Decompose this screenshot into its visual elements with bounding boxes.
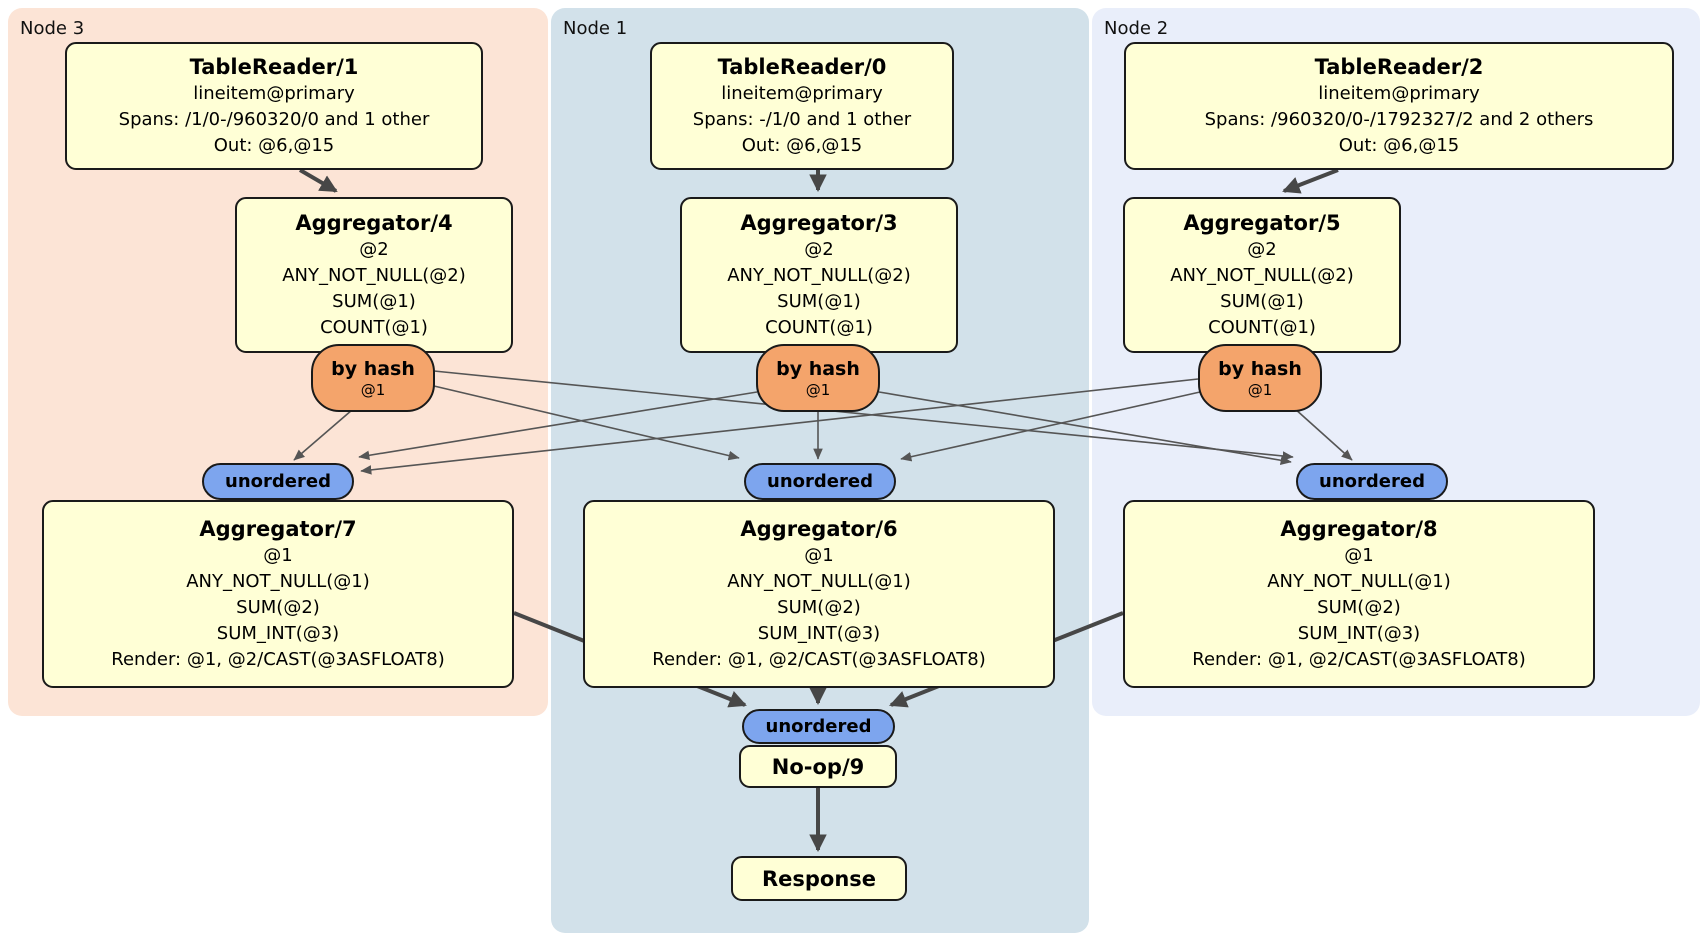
- box-title: TableReader/0: [717, 55, 887, 79]
- hash-router-5: by hash @1: [1198, 344, 1322, 412]
- box-line: Render: @1, @2/CAST(@3ASFLOAT8): [652, 649, 986, 670]
- stream-label: unordered: [765, 716, 872, 737]
- unordered-stream-6: unordered: [744, 463, 896, 500]
- tablereader-0-box: TableReader/0 lineitem@primary Spans: -/…: [650, 42, 954, 170]
- box-title: Response: [761, 866, 877, 891]
- router-label: by hash: [1218, 358, 1302, 380]
- box-line: COUNT(@1): [320, 317, 428, 338]
- box-title: Aggregator/4: [295, 211, 453, 235]
- box-line: ANY_NOT_NULL(@2): [1170, 265, 1354, 286]
- node-1-label: Node 1: [563, 18, 628, 39]
- stream-label: unordered: [1319, 471, 1425, 492]
- aggregator-5-box: Aggregator/5 @2 ANY_NOT_NULL(@2) SUM(@1)…: [1123, 197, 1401, 353]
- box-line: ANY_NOT_NULL(@1): [186, 571, 370, 592]
- box-line: Render: @1, @2/CAST(@3ASFLOAT8): [1192, 649, 1526, 670]
- box-line: ANY_NOT_NULL(@1): [727, 571, 911, 592]
- box-line: SUM(@1): [777, 291, 861, 312]
- box-line: Render: @1, @2/CAST(@3ASFLOAT8): [111, 649, 445, 670]
- box-line: lineitem@primary: [1318, 83, 1480, 104]
- hash-router-edges: [293, 370, 1353, 475]
- box-line: ANY_NOT_NULL(@2): [282, 265, 466, 286]
- aggregator-3-box: Aggregator/3 @2 ANY_NOT_NULL(@2) SUM(@1)…: [680, 197, 958, 353]
- box-line: @1: [804, 545, 834, 566]
- tablereader-2-box: TableReader/2 lineitem@primary Spans: /9…: [1124, 42, 1674, 170]
- aggregator-6-box: Aggregator/6 @1 ANY_NOT_NULL(@1) SUM(@2)…: [583, 500, 1055, 688]
- box-line: SUM_INT(@3): [1297, 623, 1421, 644]
- box-line: SUM(@2): [1317, 597, 1401, 618]
- unordered-stream-8: unordered: [1296, 463, 1448, 500]
- box-line: @2: [1247, 239, 1277, 260]
- box-title: No-op/9: [771, 754, 865, 779]
- box-line: COUNT(@1): [765, 317, 873, 338]
- box-line: ANY_NOT_NULL(@1): [1267, 571, 1451, 592]
- box-line: lineitem@primary: [721, 83, 883, 104]
- box-line: ANY_NOT_NULL(@2): [727, 265, 911, 286]
- box-line: Spans: /960320/0-/1792327/2 and 2 others: [1204, 109, 1594, 130]
- box-line: @2: [359, 239, 389, 260]
- box-line: Out: @6,@15: [741, 135, 863, 156]
- stream-label: unordered: [225, 471, 331, 492]
- unordered-stream-7: unordered: [202, 463, 354, 500]
- box-line: Out: @6,@15: [213, 135, 335, 156]
- box-line: @1: [1344, 545, 1374, 566]
- box-line: Out: @6,@15: [1338, 135, 1460, 156]
- box-title: Aggregator/3: [740, 211, 898, 235]
- router-detail: @1: [1247, 381, 1273, 399]
- box-line: SUM(@2): [236, 597, 320, 618]
- box-title: Aggregator/5: [1183, 211, 1341, 235]
- router-detail: @1: [805, 381, 831, 399]
- box-line: SUM_INT(@3): [216, 623, 340, 644]
- router-label: by hash: [776, 358, 860, 380]
- aggregator-7-box: Aggregator/7 @1 ANY_NOT_NULL(@1) SUM(@2)…: [42, 500, 514, 688]
- box-line: COUNT(@1): [1208, 317, 1316, 338]
- node-3-label: Node 3: [20, 18, 85, 39]
- hash-router-4: by hash @1: [311, 344, 435, 412]
- box-line: SUM_INT(@3): [757, 623, 881, 644]
- router-detail: @1: [360, 381, 386, 399]
- box-line: SUM(@2): [777, 597, 861, 618]
- box-line: Spans: -/1/0 and 1 other: [692, 109, 912, 130]
- box-line: SUM(@1): [332, 291, 416, 312]
- aggregator-4-box: Aggregator/4 @2 ANY_NOT_NULL(@2) SUM(@1)…: [235, 197, 513, 353]
- box-title: Aggregator/6: [740, 517, 898, 541]
- router-label: by hash: [331, 358, 415, 380]
- box-line: @2: [804, 239, 834, 260]
- box-title: TableReader/1: [189, 55, 359, 79]
- tablereader-to-aggregator-edges: [298, 168, 1339, 194]
- node-2-label: Node 2: [1104, 18, 1169, 39]
- box-line: Spans: /1/0-/960320/0 and 1 other: [118, 109, 430, 130]
- aggregator-8-box: Aggregator/8 @1 ANY_NOT_NULL(@1) SUM(@2)…: [1123, 500, 1595, 688]
- box-title: Aggregator/8: [1280, 517, 1438, 541]
- hash-router-3: by hash @1: [756, 344, 880, 412]
- response-box: Response: [731, 856, 907, 901]
- tablereader-1-box: TableReader/1 lineitem@primary Spans: /1…: [65, 42, 483, 170]
- box-title: TableReader/2: [1314, 55, 1484, 79]
- box-line: lineitem@primary: [193, 83, 355, 104]
- unordered-stream-9: unordered: [742, 709, 895, 744]
- box-line: SUM(@1): [1220, 291, 1304, 312]
- box-line: @1: [263, 545, 293, 566]
- box-title: Aggregator/7: [199, 517, 357, 541]
- noop-9-box: No-op/9: [739, 745, 897, 788]
- stream-label: unordered: [767, 471, 873, 492]
